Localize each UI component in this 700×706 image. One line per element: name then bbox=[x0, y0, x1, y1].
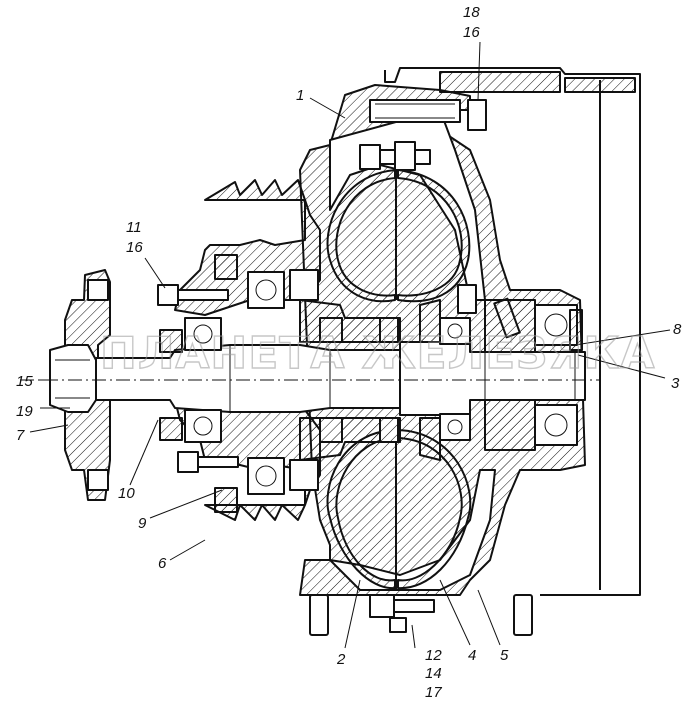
bolt-front-upper bbox=[157, 284, 229, 306]
callout-17: 17 bbox=[425, 684, 442, 701]
bearing-pulley-upper bbox=[247, 271, 285, 309]
leader-6 bbox=[169, 539, 206, 561]
callout-16-left: 16 bbox=[126, 239, 143, 256]
bearing-mid-lower bbox=[439, 413, 471, 441]
leader-10 bbox=[129, 419, 159, 486]
leader-8 bbox=[574, 329, 671, 346]
leader-2 bbox=[344, 579, 361, 649]
callout-2: 2 bbox=[336, 651, 346, 668]
callout-18: 18 bbox=[463, 4, 480, 21]
leader-4 bbox=[439, 579, 471, 646]
callout-4: 4 bbox=[468, 647, 476, 664]
callout-10: 10 bbox=[118, 485, 135, 502]
bolt-hub-upper bbox=[289, 269, 319, 301]
bearing-front-upper bbox=[184, 317, 222, 351]
callout-16-top: 16 bbox=[463, 24, 480, 41]
main-shaft bbox=[95, 339, 586, 419]
front-nut bbox=[49, 344, 97, 413]
leader-12-14-17 bbox=[411, 624, 416, 649]
callout-5: 5 bbox=[500, 647, 509, 664]
callout-7: 7 bbox=[16, 427, 25, 444]
leader-9 bbox=[149, 489, 223, 519]
turbine-hub bbox=[299, 299, 536, 461]
callout-12: 12 bbox=[425, 647, 442, 664]
bolt-front-lower bbox=[177, 451, 239, 473]
bolt-casing-top bbox=[359, 141, 431, 171]
leader-3 bbox=[577, 354, 666, 379]
leader-18-16 bbox=[477, 41, 481, 101]
bearing-pulley-lower bbox=[247, 457, 285, 495]
bearing-front-lower bbox=[184, 409, 222, 443]
callout-labels: 1 18 16 11 16 15 19 7 10 9 6 2 12 14 17 … bbox=[16, 4, 682, 701]
callout-6: 6 bbox=[158, 555, 167, 572]
bearing-rear-lower bbox=[534, 404, 578, 446]
callout-14: 14 bbox=[425, 665, 442, 682]
watermark-text: ПЛАНЕТА ЖЕЛЕЗЯКА bbox=[100, 328, 655, 379]
callout-19: 19 bbox=[16, 403, 33, 420]
torus-pump-wheel bbox=[326, 169, 472, 590]
callout-15: 15 bbox=[16, 373, 33, 390]
callout-3: 3 bbox=[671, 375, 680, 392]
rear-housing bbox=[309, 67, 641, 636]
leader-11-16 bbox=[144, 257, 166, 289]
leader-1 bbox=[309, 97, 346, 119]
callout-8: 8 bbox=[673, 321, 682, 338]
leader-7 bbox=[29, 424, 69, 433]
bearing-mid-upper bbox=[439, 317, 471, 345]
oil-seals bbox=[159, 254, 583, 513]
bolt-casing-bottom bbox=[369, 594, 435, 633]
leader-5 bbox=[477, 589, 501, 646]
leader-lines bbox=[29, 41, 671, 649]
callout-11: 11 bbox=[126, 219, 142, 236]
bolt-hub-lower bbox=[289, 459, 319, 491]
callout-1: 1 bbox=[296, 87, 304, 104]
callout-9: 9 bbox=[138, 515, 147, 532]
